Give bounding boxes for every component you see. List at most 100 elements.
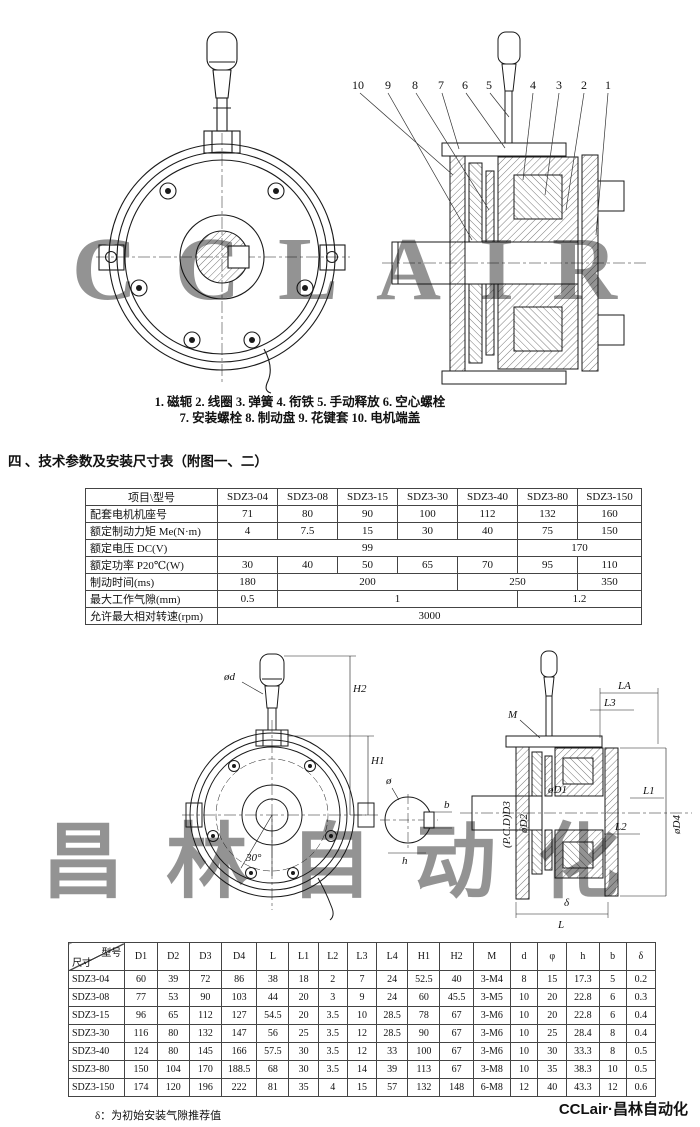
data-cell: 100 [407,1042,441,1061]
data-cell: 28.5 [376,1006,409,1025]
data-cell: 0.6 [625,1078,657,1097]
data-cell: 65 [156,1006,190,1025]
callout-2: 2 [581,78,587,92]
data-cell: 57.5 [256,1042,290,1061]
data-cell: 30 [288,1060,319,1079]
data-cell: 45.5 [439,988,474,1007]
label-LA: LA [617,680,631,692]
data-cell: 30 [288,1042,319,1061]
header-cell: δ [625,942,657,971]
data-cell: 60 [407,988,441,1007]
data-cell: 53 [156,988,190,1007]
leader-lines [359,92,609,241]
data-cell: 38.3 [566,1060,600,1079]
data-cell: 110 [577,556,642,574]
data-cell: 3-M6 [472,1024,511,1043]
callout-9: 9 [385,78,391,92]
data-cell: 12 [346,1024,378,1043]
data-cell: SDZ3-40 [67,1042,126,1061]
parts-caption: 1. 磁轭 2. 线圈 3. 弹簧 4. 衔铁 5. 手动释放 6. 空心螺栓 … [40,394,560,426]
label-b: b [444,799,450,811]
data-cell: 81 [256,1078,290,1097]
data-cell: 67 [439,1060,474,1079]
callout-8: 8 [412,78,418,92]
parts-caption-line1: 1. 磁轭 2. 线圈 3. 弹簧 4. 衔铁 5. 手动释放 6. 空心螺栓 [154,395,446,409]
label-oD2: øD2 [518,814,530,834]
data-cell: 8 [598,1024,627,1043]
label-L2: L2 [614,821,627,833]
data-cell: 52.5 [407,970,441,989]
data-cell: 166 [221,1042,258,1061]
data-cell: 22.8 [566,988,600,1007]
data-cell: 15 [346,1078,378,1097]
data-cell: 350 [577,573,642,591]
data-cell: 7 [346,970,378,989]
data-cell: 8 [598,1042,627,1061]
data-cell: 35 [288,1078,319,1097]
label-H1: H1 [370,755,384,767]
data-cell: 10 [509,1024,539,1043]
release-handle-section [497,31,521,144]
data-cell: 39 [156,970,190,989]
data-cell: 17.3 [566,970,600,989]
data-cell: 14 [346,1060,378,1079]
data-cell: 50 [337,556,398,574]
header-cell: M [472,942,511,971]
data-cell: 6-M8 [472,1078,511,1097]
data-cell: 6 [598,1006,627,1025]
data-cell: 90 [188,988,223,1007]
data-cell: 0.4 [625,1024,657,1043]
data-cell: 3.5 [317,1024,348,1043]
data-cell: 35 [537,1060,568,1079]
label-shaft-dia: ød [223,671,236,683]
data-cell: 148 [439,1078,474,1097]
data-cell: 额定电压 DC(V) [85,539,218,557]
data-cell: 24 [376,970,409,989]
header-cell: L2 [317,942,348,971]
data-cell: 0.5 [625,1060,657,1079]
data-cell: 2 [317,970,348,989]
side-tab-left [98,244,125,271]
data-cell: 10 [509,1006,539,1025]
front-view-drawing [96,31,350,394]
data-cell: 145 [188,1042,223,1061]
data-cell: 127 [221,1006,258,1025]
data-cell: 10 [598,1060,627,1079]
header-cell: SDZ3-80 [517,488,578,506]
part-number-callouts: 10 9 8 7 6 5 4 3 2 1 [352,78,611,92]
data-cell: 44 [256,988,290,1007]
data-cell: 113 [407,1060,441,1079]
data-cell: 170 [188,1060,223,1079]
callout-3: 3 [556,78,562,92]
label-L3: L3 [603,697,616,709]
callout-6: 6 [462,78,468,92]
data-cell: 0.5 [217,590,278,608]
data-cell: 12 [598,1078,627,1097]
header-cell: D3 [188,942,223,971]
header-cell: D1 [124,942,158,971]
data-cell: 20 [537,988,568,1007]
data-cell: 40 [457,522,518,540]
data-cell: 80 [277,505,338,523]
data-cell: 116 [124,1024,158,1043]
data-cell: 112 [188,1006,223,1025]
side-tab-right [319,244,346,271]
data-cell: 250 [457,573,578,591]
header-cell: L4 [376,942,409,971]
data-cell: 12 [346,1042,378,1061]
header-cell: SDZ3-150 [577,488,642,506]
header-cell: φ [537,942,568,971]
data-cell: 28.5 [376,1024,409,1043]
data-cell: SDZ3-150 [67,1078,126,1097]
table-row: 允许最大相对转速(rpm)3000 [85,607,642,625]
data-cell: 196 [188,1078,223,1097]
